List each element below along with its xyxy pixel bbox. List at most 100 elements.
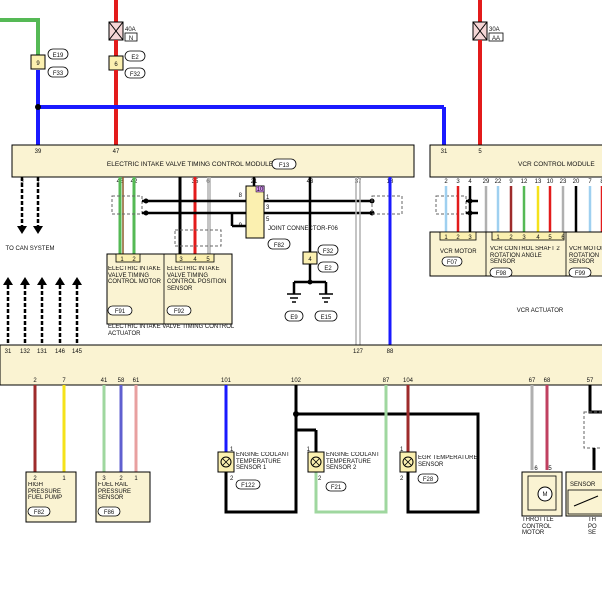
pin-label: 29	[483, 179, 490, 185]
fuel-rail-sensor: 3 2 1 FUEL RAIL PRESSURE SENSOR F86	[95, 471, 151, 523]
component-label: THROTTLE CONTROL MOTOR	[522, 517, 554, 536]
pin-label: 1	[266, 195, 270, 201]
vcr-motor-label: VCR MOTOR	[440, 249, 477, 255]
component-label: ENGINE COOLANT TEMPERATURE SENSOR 1	[236, 452, 290, 471]
coolant-sensor-1: 1 2 ENGINE COOLANT TEMPERATURE SENSOR 1 …	[217, 447, 290, 490]
pin-label: 6	[114, 62, 118, 68]
pin-label: 9	[36, 61, 40, 67]
vcr-actuator-label: VCR ACTUATOR	[517, 308, 564, 314]
thermistor-icon	[310, 456, 322, 468]
pin-label: 5	[266, 217, 270, 223]
connector-tag	[124, 67, 146, 79]
pin-label: 31	[5, 349, 12, 355]
component-label: ENGINE COOLANT TEMPERATURE SENSOR 2	[326, 452, 380, 471]
component-label: TH PO SE	[588, 517, 597, 536]
joint-label: JOINT CONNECTOR-F06	[268, 226, 338, 232]
pin-label: 1	[307, 447, 311, 453]
pin-label: 1	[592, 466, 596, 472]
module-code: F13	[279, 163, 290, 169]
arrow-up-icon	[72, 277, 82, 285]
pin-label: 47	[113, 149, 120, 155]
pin-label: 1	[134, 476, 138, 482]
bottom-wiring	[33, 385, 602, 514]
arrow-up-icon	[3, 277, 13, 285]
pin-label: 8	[600, 179, 602, 185]
ground-icon	[287, 293, 301, 303]
pin-label: 37	[355, 179, 362, 185]
pin-label: 2	[456, 235, 460, 241]
connector-code: E2	[131, 55, 139, 61]
pin-label: 87	[383, 378, 390, 384]
thermistor-icon	[402, 456, 414, 468]
connector-tag	[47, 48, 69, 60]
connector-code: E9	[290, 315, 298, 321]
pin-label: 23	[560, 179, 567, 185]
pin-label: 3	[20, 179, 24, 185]
pin-label: 146	[55, 349, 66, 355]
pin-label: 57	[587, 378, 594, 384]
actuator-label: ELECTRIC INTAKE VALVE TIMING CONTROL ACT…	[108, 324, 235, 337]
component-label: EGR TEMPERATURE SENSOR	[418, 455, 478, 468]
connector-code: E19	[53, 53, 64, 59]
shaft-sensor-label: VCR CONTROL SHAFT 2 ROTATION ANGLE SENSO…	[490, 246, 560, 265]
pin-label: 2	[33, 476, 37, 482]
pin-label: 7	[62, 378, 66, 384]
pin-label: 5	[478, 149, 482, 155]
fuse-amp: 30A	[489, 27, 500, 33]
pin-label: 6	[534, 466, 538, 472]
pin-label: 1	[230, 447, 234, 453]
pin-label: 10	[257, 187, 264, 193]
pin-label: 2	[444, 179, 448, 185]
pin-label: 9	[509, 179, 513, 185]
connector-code: F98	[496, 271, 507, 277]
pin-label: 31	[441, 149, 448, 155]
motor-label: ELECTRIC INTAKE VALVE TIMING CONTROL MOT…	[108, 266, 162, 285]
pin-label: 104	[403, 378, 414, 384]
motor-icon	[537, 486, 553, 502]
component-label: FUEL RAIL PRESSURE SENSOR	[98, 482, 132, 501]
connector-code: E2	[324, 266, 332, 272]
pin-label: 102	[291, 378, 302, 384]
pin-label: 5	[548, 466, 552, 472]
pin-label: 68	[544, 378, 551, 384]
pin-label: 2	[132, 257, 136, 263]
pin-label: 22	[495, 179, 502, 185]
pin-label: 3	[522, 235, 526, 241]
joint-connector: 8 10 9 1 3 5 JOINT CONNECTOR-F06 F82 4 F…	[230, 185, 338, 322]
connector-tag	[47, 66, 69, 78]
can-up-arrows	[3, 277, 82, 345]
coolant-sensor-2: 1 2 ENGINE COOLANT TEMPERATURE SENSOR 2 …	[307, 447, 380, 492]
connector-code: F32	[130, 72, 141, 78]
vcr-pin-labels: 23429229121310232078	[444, 179, 602, 185]
pin-label: 4	[193, 257, 197, 263]
pin-label: 2	[400, 476, 404, 482]
pin-label: 101	[221, 378, 232, 384]
svg-text:M: M	[543, 492, 548, 498]
pin-label: 1	[496, 235, 500, 241]
pin-label: 2	[318, 476, 322, 482]
pin-label: 41	[101, 378, 108, 384]
pin-label: 61	[133, 378, 140, 384]
pin-label: 2	[33, 378, 37, 384]
pin-label: 3	[468, 235, 472, 241]
connector-code: F82	[274, 243, 285, 249]
connector-code: E15	[321, 315, 332, 321]
pin-label: 4	[308, 257, 312, 263]
pin-label: 39	[35, 149, 42, 155]
connector-code: F92	[174, 309, 185, 315]
connector-code: F28	[423, 477, 434, 483]
pin-label: 145	[72, 349, 83, 355]
egr-sensor: 1 2 EGR TEMPERATURE SENSOR F28	[399, 447, 478, 484]
pin-label: 3	[266, 205, 270, 211]
connector-code: F21	[331, 485, 342, 491]
sensor-label: ELECTRIC INTAKE VALVE TIMING CONTROL POS…	[167, 266, 227, 292]
pin-label: 13	[535, 179, 542, 185]
vcr-wires	[444, 186, 602, 232]
pin-label: 2	[230, 476, 234, 482]
pin-label: 132	[20, 349, 31, 355]
pin-label: 127	[353, 349, 364, 355]
